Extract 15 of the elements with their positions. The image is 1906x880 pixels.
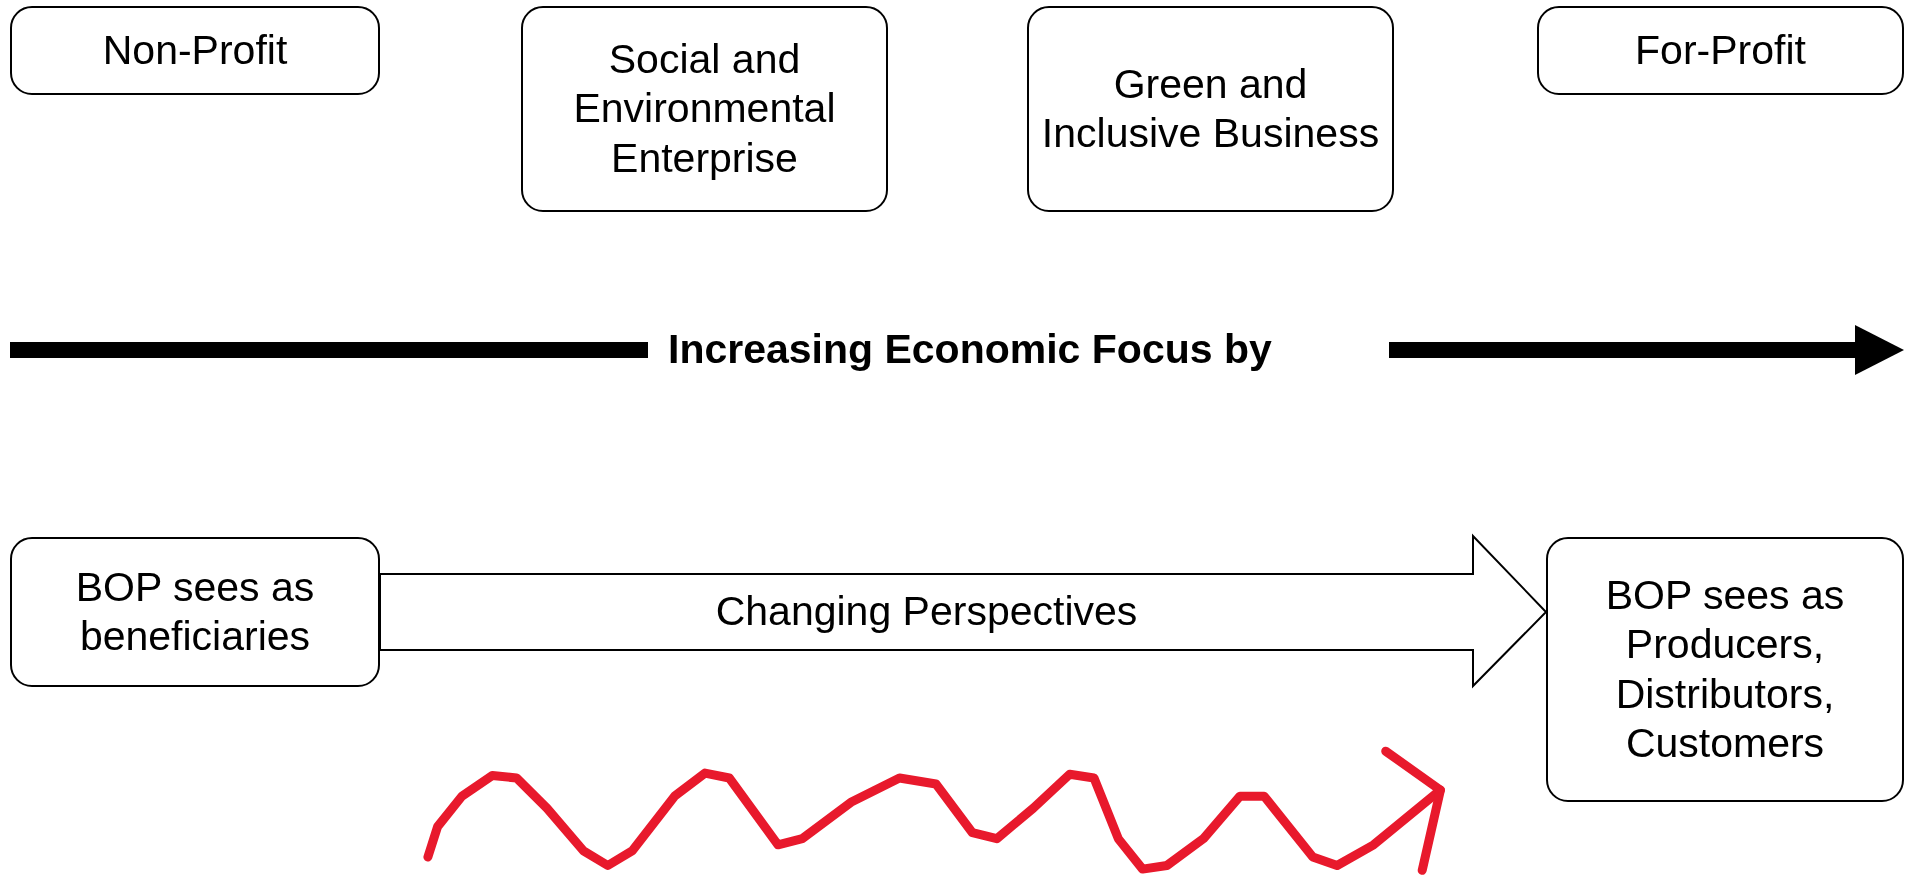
rounded-box <box>1546 537 1904 802</box>
block-arrow <box>379 533 1548 689</box>
box-label: Green and Inclusive Business <box>1040 59 1381 158</box>
axis-label: Increasing Economic Focus by <box>668 326 1272 373</box>
box-label: For-Profit <box>1635 25 1806 75</box>
box-label: BOP sees as beneficiaries <box>74 562 316 661</box>
edge-label: Changing Perspectives <box>715 588 1138 635</box>
rounded-box <box>10 537 380 687</box>
rounded-box <box>1027 6 1394 212</box>
box-label: BOP sees as Producers, Distributors, Customers <box>1604 571 1846 768</box>
rounded-box <box>10 6 380 95</box>
rounded-box <box>1537 6 1904 95</box>
rounded-box <box>521 6 888 212</box>
box-label: Social and Environmental Enterprise <box>572 35 837 183</box>
box-label: Non-Profit <box>102 25 288 75</box>
